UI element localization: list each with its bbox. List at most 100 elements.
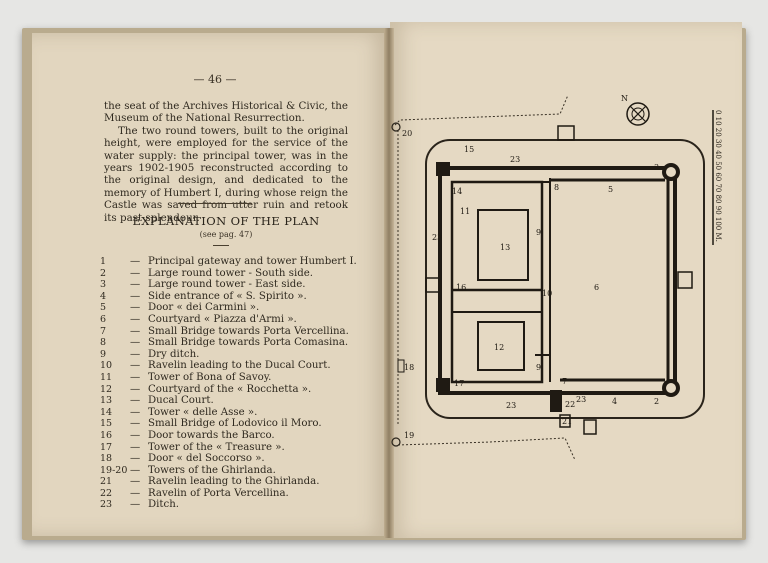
- legend-row: 23—Ditch.: [100, 499, 360, 511]
- divider-rule: [178, 203, 252, 204]
- plan-label-4: 4: [612, 397, 617, 406]
- plan-label-23d: 23: [576, 395, 586, 404]
- plan-label-16: 16: [456, 283, 466, 292]
- right-page: [390, 22, 742, 538]
- legend-dash: —: [130, 337, 141, 349]
- tower-ghirlanda-20: [391, 122, 401, 132]
- legend-dash: —: [130, 429, 141, 441]
- legend-row: 13—Ducal Court.: [100, 395, 360, 407]
- legend-text: Door « dei Carmini ».: [148, 302, 260, 314]
- legend-number: 23: [100, 499, 113, 511]
- castle-plan: N 1 2 3 4 5 6 7 8 9 9 10 11 12 13 14 15 …: [390, 90, 740, 460]
- legend-row: 12—Courtyard of the « Rocchetta ».: [100, 384, 360, 396]
- legend-text: Small Bridge towards Porta Comasina.: [148, 337, 349, 349]
- plan-label-17: 17: [454, 379, 464, 388]
- legend-text: Tower « delle Asse ».: [148, 406, 258, 418]
- legend-row: 5—Door « dei Carmini ».: [100, 302, 360, 314]
- legend-row: 18 — Door « del Soccorso ».: [100, 453, 360, 465]
- plan-label-2: 2: [654, 397, 659, 406]
- legend-row: 14—Tower « delle Asse ».: [100, 407, 360, 419]
- legend-row: 15—Small Bridge of Lodovico il Moro.: [100, 418, 360, 430]
- legend-row: 16 — Door towards the Barco.: [100, 430, 360, 442]
- legend-dash: —: [130, 395, 141, 407]
- plan-subnote: (see pag. 47): [199, 230, 253, 239]
- legend-number: 12: [100, 383, 113, 395]
- legend-number: 6: [100, 313, 107, 325]
- legend-text: Small Bridge of Lodovico il Moro.: [148, 418, 322, 430]
- legend-number: 16: [100, 429, 113, 441]
- legend-row: 21—Ravelin leading to the Ghirlanda.: [100, 476, 360, 488]
- side-entrance: [677, 271, 693, 289]
- legend-row: 22—Ravelin of Porta Vercellina.: [100, 488, 360, 500]
- legend-row: 3—Large round tower - East side.: [100, 279, 360, 291]
- plan-label-6: 6: [594, 283, 599, 292]
- book-gutter: [384, 28, 394, 538]
- plan-heading: EXPLANATION OF THE PLAN: [132, 214, 320, 228]
- plan-label-10: 10: [542, 289, 552, 298]
- plan-label-8: 8: [554, 183, 559, 192]
- legend-dash: —: [130, 267, 141, 279]
- plan-legend: 1—Principal gateway and tower Humbert I.…: [100, 256, 360, 511]
- plan-label-22: 22: [565, 400, 575, 409]
- legend-dash: —: [130, 348, 141, 360]
- left-page: [32, 33, 388, 536]
- legend-number: 17: [100, 441, 113, 453]
- legend-dash: —: [130, 418, 141, 430]
- intro-paragraph-1: the seat of the Archives Historical & Ci…: [104, 100, 348, 125]
- legend-dash: —: [130, 406, 141, 418]
- plan-label-23c: 23: [506, 401, 516, 410]
- plan-label-15: 15: [464, 145, 474, 154]
- legend-text: Dry ditch.: [148, 348, 200, 360]
- ravelin-small: [583, 419, 597, 435]
- plan-label-5: 5: [608, 185, 613, 194]
- outer-path-bottom: [397, 437, 576, 460]
- legend-number: 3: [100, 279, 107, 291]
- ravelin-21: [559, 414, 571, 428]
- ravelin-west: [425, 277, 441, 293]
- castle-plan-drawing: N 1 2 3 4 5 6 7 8 9 9 10 11 12 13 14 15 …: [391, 94, 714, 460]
- legend-text: Large round tower - East side.: [148, 279, 306, 291]
- legend-row: 4—Side entrance of « S. Spirito ».: [100, 291, 360, 303]
- legend-text: Tower of Bona of Savoy.: [148, 371, 272, 383]
- legend-dash: —: [130, 371, 141, 383]
- legend-text: Ditch.: [148, 499, 180, 511]
- legend-number: 5: [100, 302, 107, 314]
- legend-number: 18: [100, 453, 113, 465]
- legend-number: 8: [100, 337, 107, 349]
- page-number: — 46 —: [193, 73, 237, 86]
- plan-label-3: 3: [654, 163, 659, 172]
- legend-dash: —: [130, 383, 141, 395]
- legend-text: Tower of the « Treasure ».: [148, 441, 285, 453]
- legend-dash: —: [130, 441, 141, 453]
- legend-row: 10—Ravelin leading to the Ducal Court.: [100, 360, 360, 372]
- legend-dash: —: [130, 325, 141, 337]
- rocchetta-courtyard: [477, 321, 525, 371]
- legend-text: Ravelin of Porta Vercellina.: [148, 487, 289, 499]
- ducal-court: [477, 209, 529, 281]
- legend-text: Ravelin leading to the Ghirlanda.: [148, 476, 320, 488]
- legend-number: 2: [100, 267, 107, 279]
- legend-number: 13: [100, 395, 113, 407]
- legend-dash: —: [130, 453, 141, 465]
- legend-number: 22: [100, 487, 113, 499]
- legend-number: 4: [100, 290, 107, 302]
- legend-text: Large round tower - South side.: [148, 267, 313, 279]
- legend-row: 17 — Tower of the « Treasure ».: [100, 442, 360, 454]
- legend-text: Side entrance of « S. Spirito ».: [148, 290, 307, 302]
- plan-label-20: 20: [402, 129, 412, 138]
- legend-number: 19-20: [100, 464, 128, 476]
- plan-label-11: 11: [460, 207, 470, 216]
- plan-label-1: 1: [673, 271, 678, 280]
- legend-dash: —: [130, 476, 141, 488]
- legend-dash: —: [130, 256, 141, 267]
- legend-text: Ravelin leading to the Ducal Court.: [148, 360, 331, 372]
- legend-number: 9: [100, 348, 107, 360]
- legend-text: Door « del Soccorso ».: [148, 453, 265, 465]
- door-soccorso: [397, 359, 405, 373]
- plan-label-9: 9: [536, 228, 541, 237]
- plan-label-7: 7: [562, 377, 567, 386]
- compass-north-label: N: [621, 94, 628, 103]
- legend-text: Door towards the Barco.: [148, 429, 275, 441]
- plan-label-13: 13: [500, 243, 510, 252]
- legend-number: 1: [100, 256, 107, 267]
